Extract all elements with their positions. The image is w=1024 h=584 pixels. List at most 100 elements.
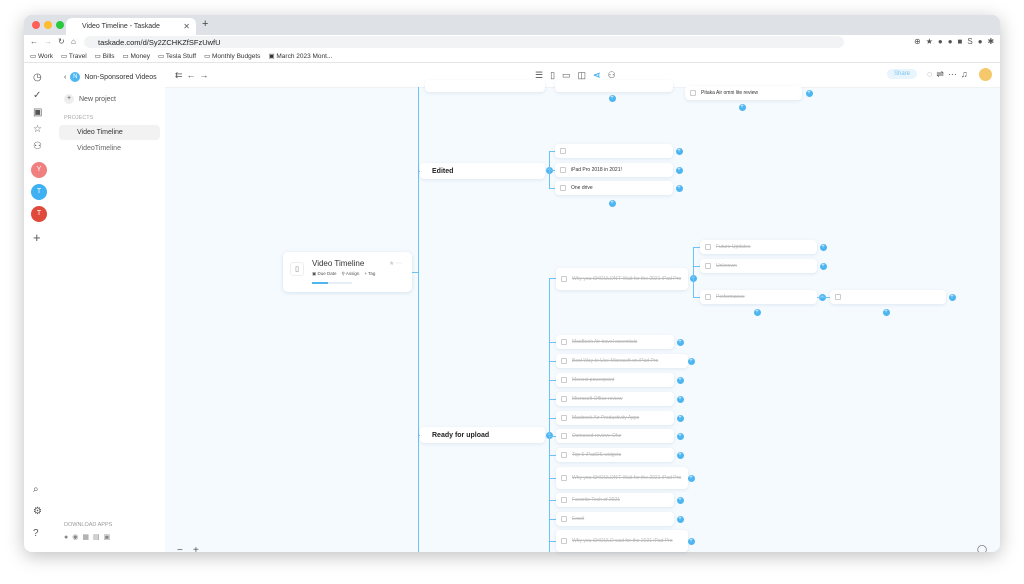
mind-map-node[interactable]: Favorite Tech of 2021 <box>556 493 674 507</box>
new-project-button[interactable]: + New project <box>64 94 116 104</box>
help-icon[interactable]: ? <box>33 528 39 539</box>
chevron-left-icon[interactable]: ‹ <box>64 73 67 81</box>
mind-map-node[interactable] <box>555 80 673 92</box>
add-child-button[interactable]: + <box>676 414 684 422</box>
checkbox[interactable] <box>705 294 711 300</box>
checkbox[interactable] <box>561 415 567 421</box>
add-child-button[interactable]: + <box>738 103 746 111</box>
assign-button[interactable]: ⚲ Assign <box>341 271 360 276</box>
mind-map-node[interactable]: Future Updates <box>700 240 817 254</box>
checkbox[interactable] <box>561 516 567 522</box>
add-child-button[interactable]: + <box>948 293 956 301</box>
workspace-avatar[interactable]: T <box>31 184 47 200</box>
mind-map-node[interactable]: Why you SHOULDN'T Wait for the 2021 iPad… <box>556 268 688 290</box>
due-date-button[interactable]: ▣ Due Date <box>312 271 337 276</box>
clock-icon[interactable]: ◷ <box>33 72 42 83</box>
mind-map-node[interactable]: Microsoft Office review <box>556 392 674 406</box>
add-child-button[interactable]: + <box>882 308 890 316</box>
reload-icon[interactable]: ↻ <box>58 37 65 46</box>
mind-map-node[interactable]: Edited <box>420 163 545 179</box>
mind-map-node[interactable]: Performance <box>700 290 817 304</box>
add-child-button[interactable]: + <box>675 166 683 174</box>
add-child-button[interactable]: + <box>687 357 695 365</box>
mind-map-node[interactable]: Top 5 iPadOS widgets <box>556 448 674 462</box>
bookmark-item[interactable]: ▣ March 2023 Mont... <box>268 53 333 60</box>
calendar-icon[interactable]: ▣ <box>33 107 43 118</box>
add-child-button[interactable]: + <box>805 89 813 97</box>
settings-icon[interactable]: ⚙ <box>33 506 42 517</box>
forward-icon[interactable]: → <box>44 37 52 46</box>
checkbox[interactable] <box>705 263 711 269</box>
star-icon[interactable]: ★ ⋯ <box>389 261 403 267</box>
checkbox[interactable] <box>561 497 567 503</box>
add-child-button[interactable]: + <box>676 395 684 403</box>
close-window-button[interactable] <box>32 21 40 29</box>
mind-map-node[interactable] <box>830 290 946 304</box>
close-tab-icon[interactable]: ✕ <box>183 22 190 31</box>
mind-map-node[interactable]: MacBook Air travel essentials <box>556 335 674 349</box>
browser-tab[interactable]: Video Timeline - Taskade✕ <box>66 18 196 35</box>
new-tab-button[interactable]: + <box>202 18 209 30</box>
project-item-videotimeline[interactable]: VideoTimeline <box>59 141 160 156</box>
bookmark-item[interactable]: ▭ Money <box>122 53 150 60</box>
mind-map-node[interactable]: Unknown <box>700 259 817 273</box>
mind-map-node[interactable]: Best Way to Use Microsoft on iPad Pro <box>556 354 688 368</box>
root-node[interactable]: ▯ Video Timeline ★ ⋯ ▣ Due Date ⚲ Assign… <box>283 252 412 292</box>
mind-map-node[interactable]: Ready for upload <box>420 427 545 443</box>
add-child-button[interactable]: + <box>608 199 616 207</box>
add-child-button[interactable]: + <box>676 432 684 440</box>
bookmark-item[interactable]: ▭ Tesla Stuff <box>158 53 197 60</box>
add-workspace-icon[interactable]: + <box>33 230 41 245</box>
checkbox[interactable] <box>705 244 711 250</box>
project-item-video-timeline[interactable]: Video Timeline <box>59 125 160 140</box>
view-switcher-icons[interactable]: ☰▯▭◫⋖⚇ <box>535 70 623 80</box>
workspace-avatar[interactable]: T <box>31 206 47 222</box>
star-icon[interactable]: ☆ <box>33 124 42 135</box>
checkbox[interactable] <box>561 538 567 544</box>
mind-map-node[interactable]: Why you SHOULDN'T Wait for the 2021 iPad… <box>556 467 688 489</box>
mind-map-node[interactable]: iPad Pro 2018 in 2021! <box>555 163 673 177</box>
add-child-button[interactable]: + <box>753 308 761 316</box>
checkbox[interactable] <box>561 475 567 481</box>
bookmark-item[interactable]: ▭ Work <box>30 53 53 60</box>
checkbox[interactable] <box>561 358 567 364</box>
chat-icon[interactable]: ◯ <box>977 544 988 552</box>
search-icon[interactable]: ⌕ <box>33 484 39 495</box>
add-child-button[interactable]: + <box>676 515 684 523</box>
checkbox[interactable] <box>561 377 567 383</box>
mind-map-node[interactable]: Pitaka Air omni lite review <box>685 86 802 100</box>
people-icon[interactable]: ⚇ <box>33 141 42 152</box>
url-input[interactable]: taskade.com/d/Sy2ZCHKZfSFzUwfU <box>84 36 844 48</box>
app-download-icons[interactable]: ●◉▦▤▣ <box>64 534 115 541</box>
add-child-button[interactable]: + <box>687 537 695 545</box>
add-child-button[interactable]: + <box>676 376 684 384</box>
checkbox[interactable] <box>561 396 567 402</box>
toolbar-action-icons[interactable]: ◌⇌⋯♫ <box>927 69 972 79</box>
checkbox[interactable] <box>690 90 696 96</box>
mind-map-node[interactable]: Why you SHOULD wait for the 2021 iPad Pr… <box>556 530 688 552</box>
checkbox[interactable] <box>561 339 567 345</box>
outline-nav-icons[interactable]: ⇇←→ <box>175 70 213 80</box>
checkbox[interactable] <box>835 294 841 300</box>
minimize-window-button[interactable] <box>44 21 52 29</box>
back-icon[interactable]: ← <box>30 37 38 46</box>
home-icon[interactable]: ⌂ <box>71 37 76 46</box>
tag-button[interactable]: + Tag <box>364 271 376 276</box>
add-child-button[interactable]: + <box>676 496 684 504</box>
extension-icons[interactable]: ⊕★●●■S●✱▢● <box>914 37 1000 46</box>
checkbox[interactable] <box>560 167 566 173</box>
add-child-button[interactable]: + <box>819 262 827 270</box>
add-child-button[interactable]: + <box>608 94 616 102</box>
checkbox[interactable] <box>561 276 567 282</box>
add-child-button[interactable]: + <box>687 474 695 482</box>
checkbox[interactable] <box>560 148 566 154</box>
checkbox[interactable] <box>560 185 566 191</box>
add-child-button[interactable]: + <box>676 338 684 346</box>
mind-map-node[interactable]: Monect powerpoint <box>556 373 674 387</box>
mind-map-node[interactable]: Excel <box>556 512 674 526</box>
mind-map-node[interactable] <box>555 144 673 158</box>
zoom-in-button[interactable]: + <box>193 545 199 552</box>
bookmark-item[interactable]: ▭ Monthly Budgets <box>204 53 261 60</box>
workspace-header[interactable]: ‹ N Non-Sponsored Videos <box>64 72 157 82</box>
mind-map-node[interactable]: Osmosed review: Ohz <box>556 429 674 443</box>
